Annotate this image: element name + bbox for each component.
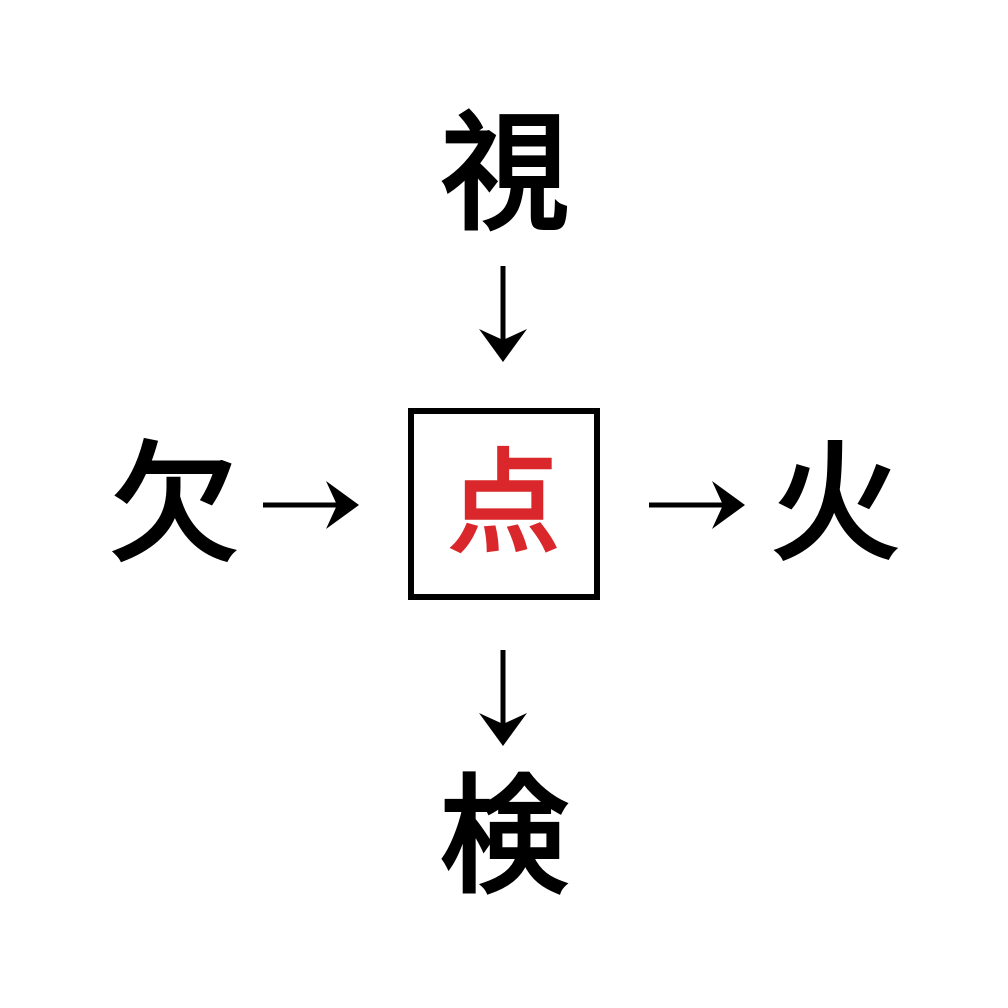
center-kanji-character: 点	[448, 439, 560, 569]
arrow-down-center-to-bottom	[479, 650, 527, 746]
arrow-right-left-to-center	[263, 481, 359, 529]
kanji-node-top: 視	[440, 100, 569, 249]
kanji-node-right: 火	[770, 430, 899, 579]
arrow-down-top-to-center	[479, 266, 527, 362]
center-kanji-box: 点	[408, 408, 600, 600]
kanji-node-left: 欠	[109, 431, 238, 580]
kanji-node-bottom: 検	[439, 763, 568, 912]
arrow-right-center-to-right	[649, 481, 745, 529]
